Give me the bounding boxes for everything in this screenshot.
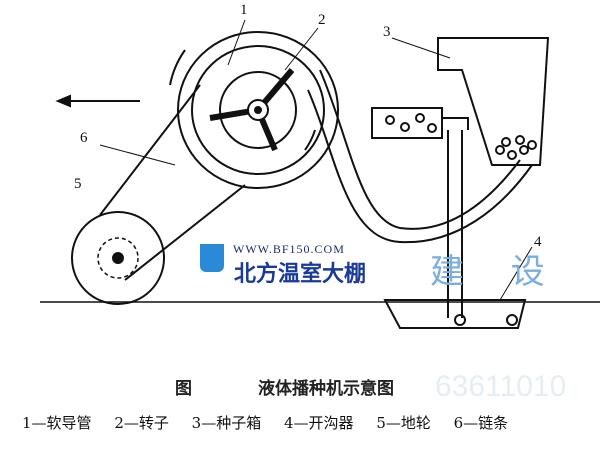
legend-item: 2—转子 (114, 414, 169, 432)
label-6: 6 (80, 130, 88, 146)
legend: 1—软导管 2—转子 3—种子箱 4—开沟器 5—地轮 6—链条 (22, 412, 526, 433)
furrow-opener (383, 299, 527, 329)
watermark-brand: 北方温室大棚 (234, 262, 367, 287)
watermark-extra: 建 设 (430, 252, 563, 292)
legend-item: 5—地轮 (376, 414, 431, 432)
figure-title: 液体播种机示意图 (258, 379, 394, 399)
label-5: 5 (74, 176, 82, 192)
seed-box-small (371, 107, 443, 139)
watermark-logo-icon (200, 244, 224, 272)
leader-lines (99, 19, 533, 301)
chain (99, 84, 246, 281)
legend-item: 4—开沟器 (283, 414, 354, 432)
seed-tube (307, 69, 533, 244)
rotor-housing (169, 31, 339, 189)
watermark-number: 63611010 (435, 370, 567, 403)
label-1: 1 (240, 2, 248, 18)
legend-item: 3—种子箱 (191, 414, 262, 432)
label-4: 4 (534, 234, 542, 250)
label-2: 2 (318, 12, 326, 28)
legend-item: 1—软导管 (22, 414, 92, 432)
vertical-pipe (442, 117, 469, 318)
figure-label: 图 (175, 379, 192, 399)
label-3: 3 (383, 24, 391, 40)
legend-item: 6—链条 (453, 414, 509, 432)
arrow-head (55, 94, 71, 108)
seed-hopper (437, 37, 550, 166)
watermark-url: WWW.BF150.COM (233, 242, 345, 256)
ground-wheel (71, 211, 165, 305)
